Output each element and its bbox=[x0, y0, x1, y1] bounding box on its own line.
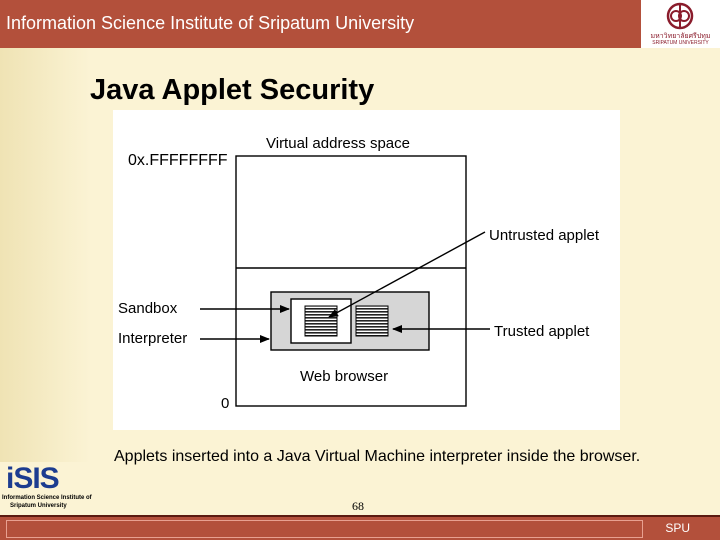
footer-label: SPU bbox=[665, 521, 690, 535]
isis-logo-mark: iSIS bbox=[6, 462, 60, 495]
footer-bar: SPU bbox=[0, 515, 720, 540]
diagram-panel: Virtual address space 0x.FFFFFFFF Untrus… bbox=[113, 110, 620, 430]
slide-caption: Applets inserted into a Java Virtual Mac… bbox=[114, 448, 641, 465]
web-browser-label: Web browser bbox=[300, 368, 388, 385]
top-address-label: 0x.FFFFFFFF bbox=[128, 152, 228, 169]
address-space-box bbox=[235, 155, 467, 407]
untrusted-applet-arrow bbox=[328, 231, 486, 318]
slide-title: Java Applet Security bbox=[90, 74, 375, 106]
logo-thai-text: มหาวิทยาลัยศรีปทุม bbox=[650, 33, 711, 40]
left-shade bbox=[0, 48, 90, 530]
isis-logo: iSIS Information Science Institute of Sr… bbox=[0, 462, 92, 516]
isis-logo-line1: Information Science Institute of bbox=[2, 495, 92, 501]
university-emblem-icon bbox=[666, 2, 694, 30]
trusted-applet-block bbox=[355, 305, 389, 337]
header-bar: Information Science Institute of Sripatu… bbox=[0, 0, 720, 48]
sandbox-label: Sandbox bbox=[118, 300, 178, 317]
untrusted-applet-label: Untrusted applet bbox=[489, 227, 600, 244]
interpreter-label: Interpreter bbox=[118, 330, 187, 347]
trusted-applet-label: Trusted applet bbox=[494, 323, 590, 340]
isis-logo-line2: Sripatum University bbox=[10, 503, 67, 509]
page-number: 68 bbox=[352, 499, 364, 513]
bottom-address-label: 0 bbox=[221, 395, 229, 412]
memory-diagram: Virtual address space 0x.FFFFFFFF Untrus… bbox=[118, 135, 600, 412]
logo-english-text: SRIPATUM UNIVERSITY bbox=[652, 40, 709, 46]
institute-title: Information Science Institute of Sripatu… bbox=[6, 13, 415, 33]
footer-frame bbox=[6, 520, 643, 538]
untrusted-applet-block bbox=[304, 305, 338, 337]
university-logo: มหาวิทยาลัยศรีปทุม SRIPATUM UNIVERSITY bbox=[641, 0, 720, 48]
virtual-address-space-label: Virtual address space bbox=[266, 135, 410, 152]
